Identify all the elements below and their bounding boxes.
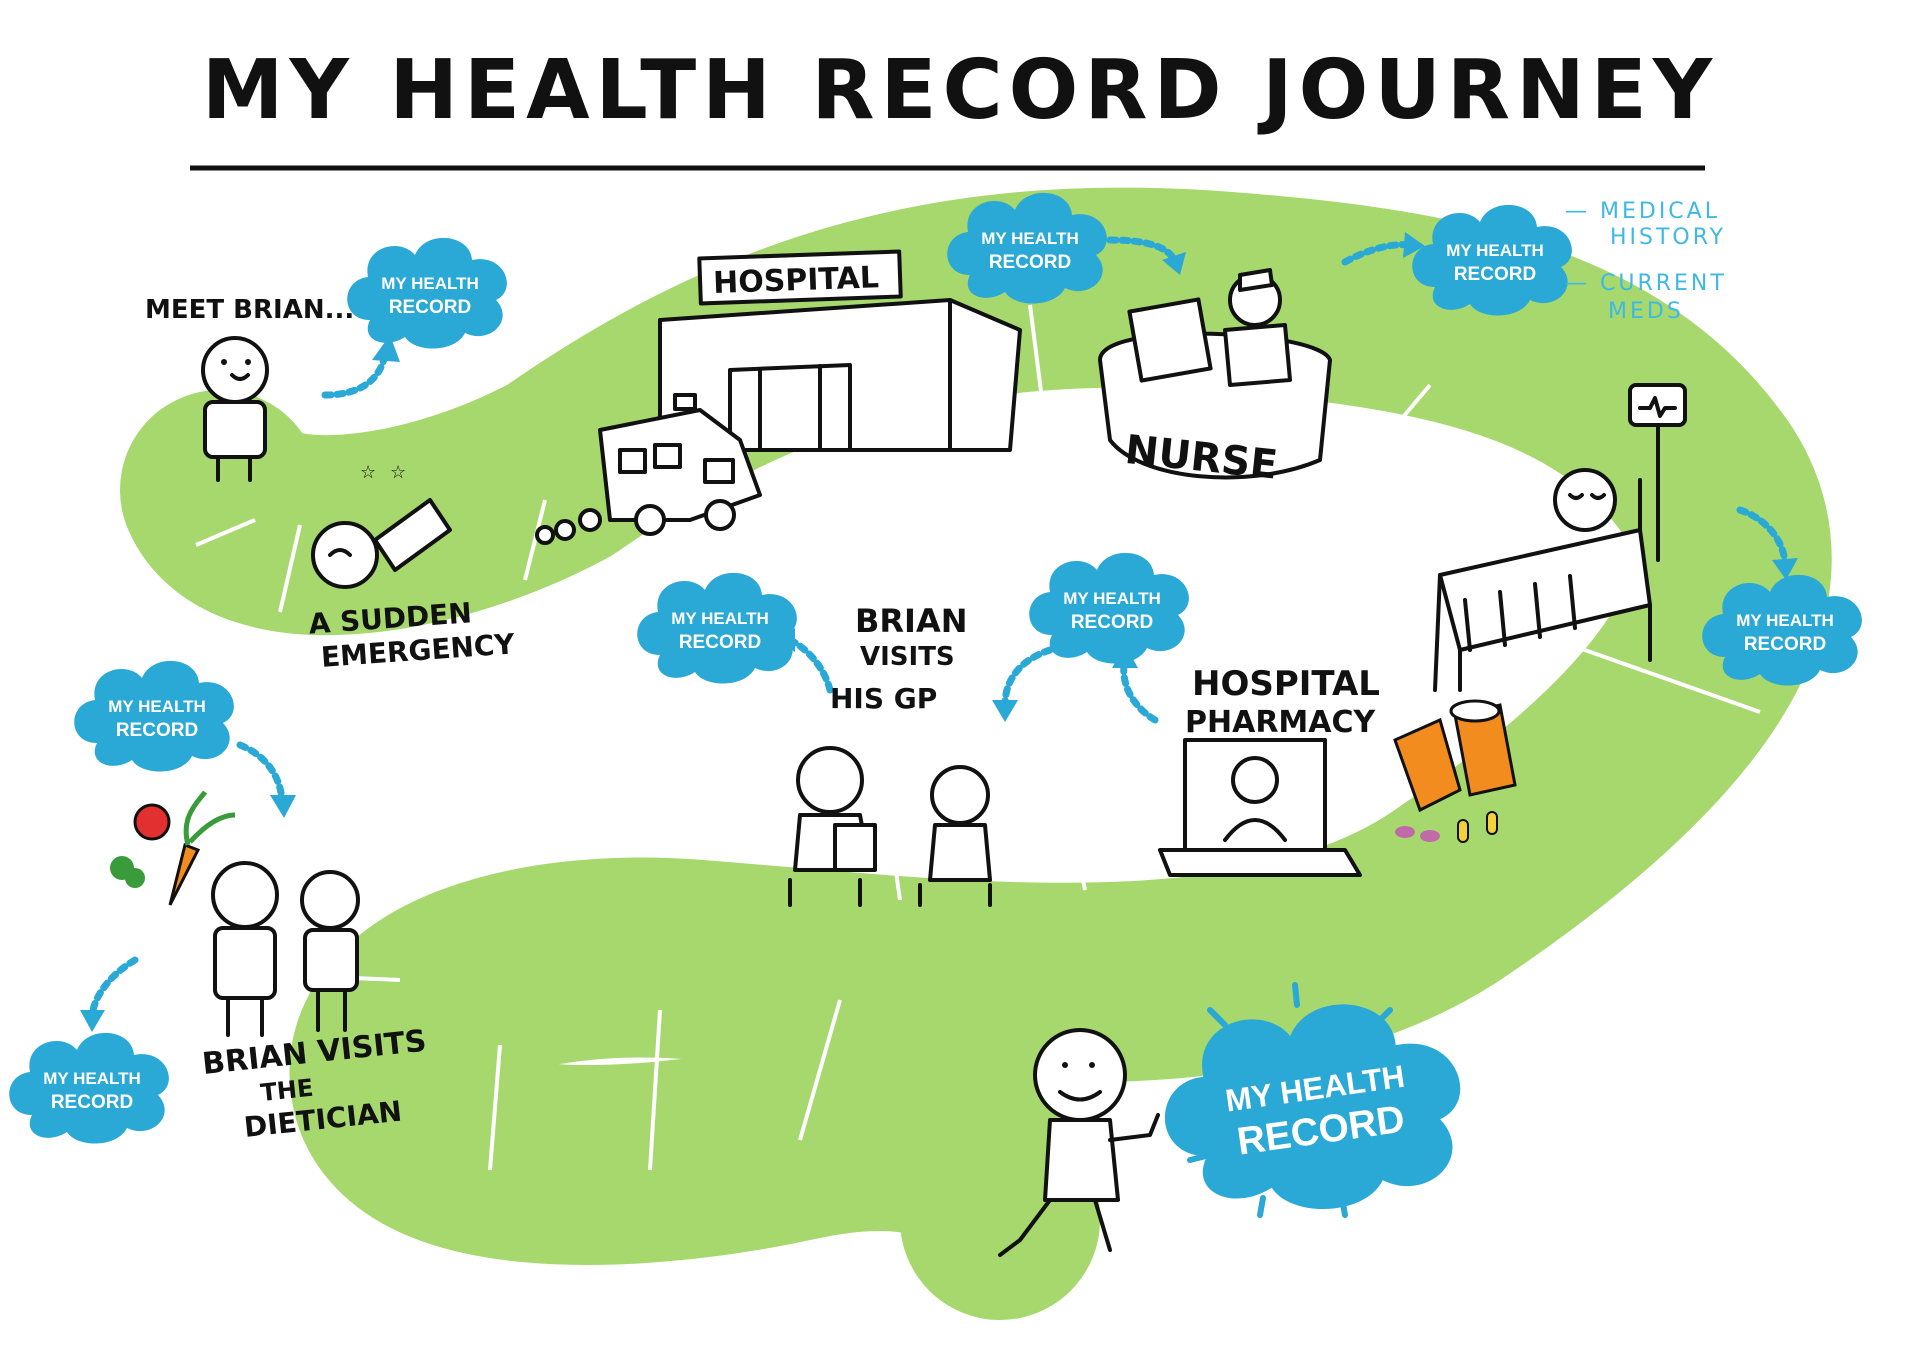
gp-consultation: [788, 746, 992, 907]
svg-text:MY HEALTH: MY HEALTH: [1446, 241, 1544, 260]
apple-icon: [133, 803, 171, 841]
health-record-cloud: MY HEALTH RECORD: [637, 572, 797, 684]
dietician-scene: [110, 790, 360, 1037]
svg-text:BRIAN: BRIAN: [855, 602, 967, 640]
svg-text:PHARMACY: PHARMACY: [1185, 705, 1377, 740]
path-dividers: [169, 304, 1761, 1171]
brian-figure: [201, 336, 269, 482]
laptop-icon: [1158, 738, 1362, 877]
svg-text:MY HEALTH: MY HEALTH: [1063, 589, 1161, 608]
svg-text:HIS GP: HIS GP: [830, 682, 937, 715]
svg-text:RECORD: RECORD: [51, 1092, 133, 1113]
svg-text:THE: THE: [259, 1074, 314, 1107]
ambulance-icon: [535, 393, 762, 545]
label-brian-visits-gp: BRIAN VISITS HIS GP: [830, 602, 967, 715]
record-notes: — MEDICAL HISTORY — CURRENT MEDS: [1565, 199, 1727, 324]
label-meet-brian: MEET BRIAN...: [145, 295, 354, 325]
svg-text:MY HEALTH: MY HEALTH: [108, 697, 206, 716]
hospital-sign: HOSPITAL: [713, 260, 880, 301]
svg-text:HOSPITAL: HOSPITAL: [1192, 664, 1380, 704]
svg-text:MY HEALTH: MY HEALTH: [1736, 611, 1834, 630]
computer-icon: [1127, 297, 1213, 383]
flow-arrows: [80, 232, 1798, 1032]
happy-brian-figure: [998, 1028, 1160, 1257]
svg-text:MY HEALTH: MY HEALTH: [671, 609, 769, 628]
health-record-cloud: MY HEALTH RECORD: [1029, 552, 1189, 664]
health-record-cloud: MY HEALTH RECORD: [9, 1032, 169, 1144]
svg-text:RECORD: RECORD: [389, 297, 471, 318]
hospital-building-icon: HOSPITAL: [658, 249, 1022, 452]
health-record-cloud-large: MY HEALTH RECORD: [1164, 1004, 1461, 1210]
svg-text:RECORD: RECORD: [989, 252, 1071, 273]
health-record-cloud: MY HEALTH RECORD: [1702, 574, 1862, 686]
health-record-cloud: MY HEALTH RECORD: [347, 237, 507, 349]
svg-text:MEDS: MEDS: [1608, 299, 1684, 324]
dizzy-star-icon: ☆: [390, 462, 406, 483]
health-record-cloud: MY HEALTH RECORD: [947, 192, 1107, 304]
hospital-bed-icon: [1433, 383, 1687, 692]
cloud-rays: [1177, 982, 1443, 1218]
pill-bottle-icon: [1393, 699, 1517, 843]
svg-text:RECORD: RECORD: [679, 632, 761, 653]
svg-text:RECORD: RECORD: [1454, 264, 1536, 285]
svg-text:RECORD: RECORD: [1071, 612, 1153, 633]
svg-text:— MEDICAL: — MEDICAL: [1565, 199, 1720, 224]
health-record-cloud: MY HEALTH RECORD: [1412, 204, 1572, 316]
svg-text:MY HEALTH: MY HEALTH: [981, 229, 1079, 248]
nurse-desk: NURSE: [1098, 268, 1332, 489]
svg-text:RECORD: RECORD: [1744, 634, 1826, 655]
dizzy-star-icon: ☆: [360, 462, 376, 483]
svg-text:VISITS: VISITS: [860, 642, 955, 672]
page-title: MY HEALTH RECORD JOURNEY: [202, 43, 1718, 138]
svg-text:— CURRENT: — CURRENT: [1565, 271, 1727, 296]
svg-text:MY HEALTH: MY HEALTH: [381, 274, 479, 293]
brian-fallen-figure: ☆ ☆: [311, 462, 452, 589]
svg-text:HISTORY: HISTORY: [1610, 225, 1726, 250]
carrot-icon: [168, 842, 201, 906]
health-record-cloud: MY HEALTH RECORD: [74, 660, 234, 772]
label-hospital-pharmacy: HOSPITAL PHARMACY: [1185, 664, 1380, 740]
svg-text:MY HEALTH: MY HEALTH: [43, 1069, 141, 1088]
svg-text:RECORD: RECORD: [116, 720, 198, 741]
